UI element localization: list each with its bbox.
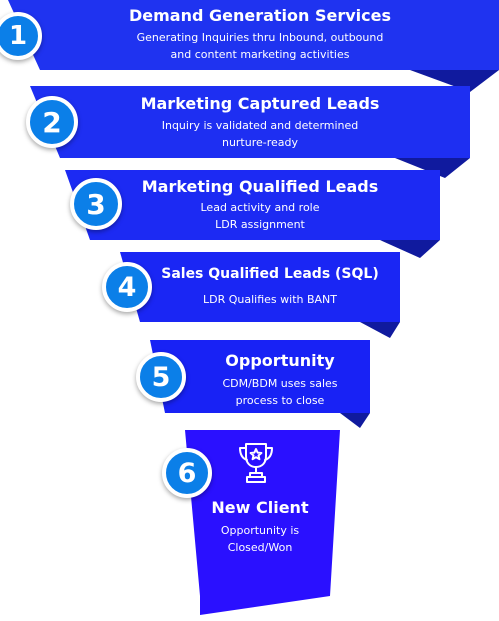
stage-2-number-badge: 2 — [26, 96, 78, 148]
stage-3-band-shadow — [380, 240, 440, 258]
stage-3-desc-line-2: LDR assignment — [215, 218, 305, 231]
stage-4-band-shadow — [360, 322, 400, 338]
stage-4-band — [120, 252, 400, 322]
stage-5-band — [150, 340, 370, 413]
stage-3-number-badge: 3 — [70, 178, 122, 230]
stage-1-band — [8, 0, 499, 70]
stage-4-number: 4 — [117, 271, 137, 303]
stage-1-number-badge: 1 — [0, 12, 42, 60]
stage-1-desc-line-2: and content marketing activities — [170, 48, 350, 61]
stage-1-desc-line-1: Generating Inquiries thru Inbound, outbo… — [136, 31, 384, 44]
stage-5-number: 5 — [151, 361, 171, 393]
stage-5-number-badge: 5 — [136, 352, 186, 402]
stage-5-desc-line-2: process to close — [235, 394, 325, 407]
stage-6-title: New Client — [211, 498, 309, 517]
stage-2-desc-line-1: Inquiry is validated and determined — [161, 119, 359, 132]
stage-3-band — [65, 170, 440, 240]
trophy-icon — [239, 443, 273, 483]
stage-5-desc-line-1: CDM/BDM uses sales — [222, 377, 338, 390]
stage-2-desc-line-2: nurture-ready — [221, 136, 299, 149]
stage-3-title: Marketing Qualified Leads — [141, 177, 379, 196]
stage-1-title: Demand Generation Services — [128, 6, 392, 25]
stage-3-desc-line-1: Lead activity and role — [200, 201, 320, 214]
stage-6-number: 6 — [177, 457, 197, 489]
stage-6-stem — [185, 430, 340, 615]
stage-2-number: 2 — [42, 105, 62, 139]
stage-6-desc-line-2: Closed/Won — [227, 541, 293, 554]
stage-6-number-badge: 6 — [162, 448, 212, 498]
stage-5-title: Opportunity — [225, 351, 335, 370]
stage-1-number: 1 — [8, 21, 28, 51]
stage-2-band-shadow — [395, 158, 470, 178]
stage-2-band — [30, 86, 470, 158]
stage-1-band-shadow — [410, 70, 499, 92]
stage-4-desc-line-1: LDR Qualifies with BANT — [203, 293, 337, 306]
stage-4-number-badge: 4 — [102, 262, 152, 312]
stage-5-band-shadow — [340, 413, 370, 428]
stage-3-number: 3 — [86, 187, 106, 221]
stage-4-title: Sales Qualified Leads (SQL) — [161, 266, 379, 282]
stage-2-title: Marketing Captured Leads — [140, 94, 380, 113]
stage-6-desc-line-1: Opportunity is — [220, 524, 300, 537]
